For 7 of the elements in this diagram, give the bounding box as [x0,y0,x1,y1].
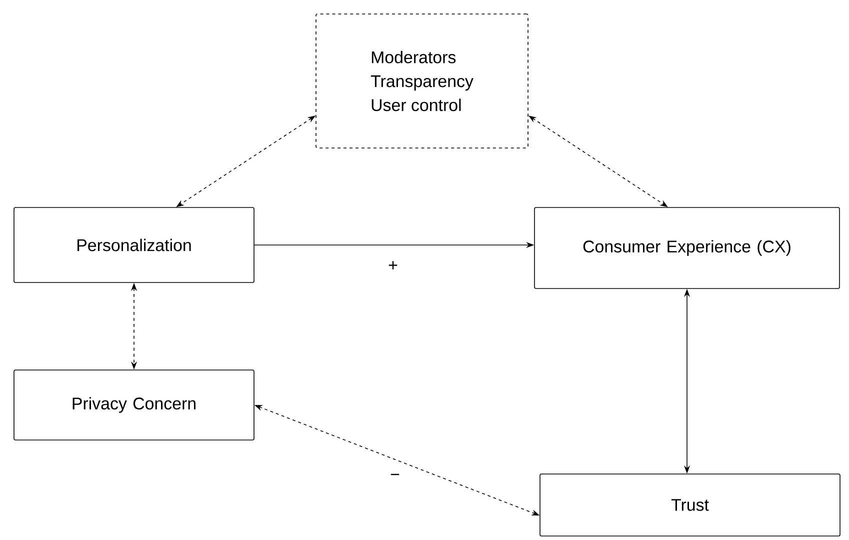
moderator-box: Moderators Transparency User control [316,14,528,148]
concept-box: Trust [540,474,840,536]
edge-label: − [389,472,401,482]
concept-box: Privacy Concern [14,370,254,440]
concept-box: Consumer Experience (CX) [534,207,840,289]
concept-box: Personalization [14,207,254,283]
edge-label: + [387,260,399,272]
